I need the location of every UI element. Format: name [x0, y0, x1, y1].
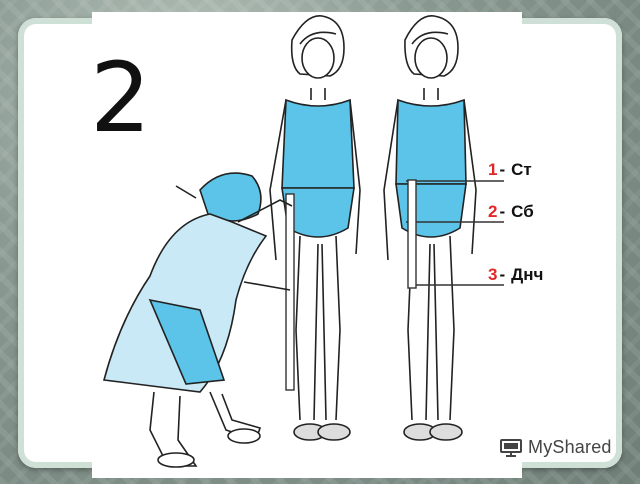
measurement-abbr: Ст — [511, 160, 532, 179]
girl-left-figure — [270, 16, 360, 440]
measurement-abbr: Сб — [511, 202, 534, 221]
measurement-abbr: Днч — [511, 265, 543, 284]
measuring-tape-left — [286, 194, 294, 390]
slide-number: 2 — [90, 50, 151, 146]
measurement-number: 1 — [488, 160, 497, 179]
measurement-number: 2 — [488, 202, 497, 221]
measurement-dash: - — [499, 265, 505, 284]
measurement-dash: - — [499, 202, 505, 221]
measurement-label-waist: 1-Ст — [488, 160, 532, 180]
watermark-text: MyShared — [528, 437, 612, 458]
girl-right-figure — [384, 16, 476, 440]
measurement-dash: - — [499, 160, 505, 179]
measurement-label-length: 3-Днч — [488, 265, 543, 285]
seamstress-figure — [104, 173, 292, 467]
projector-screen-icon — [500, 439, 522, 457]
measuring-tape — [408, 180, 416, 288]
measurement-label-hips: 2-Сб — [488, 202, 534, 222]
myshared-watermark: MyShared — [500, 437, 612, 458]
measurement-number: 3 — [488, 265, 497, 284]
